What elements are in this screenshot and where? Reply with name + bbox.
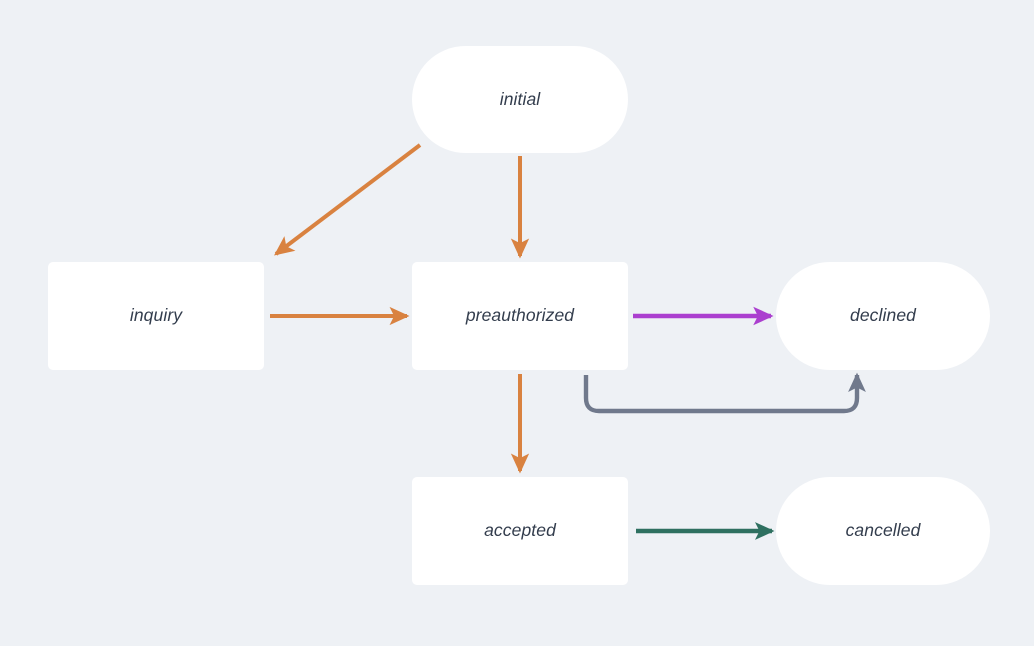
state-node-preauthorized[interactable]: preauthorized <box>412 262 628 370</box>
state-node-label: preauthorized <box>465 305 575 326</box>
state-node-label: initial <box>499 88 541 109</box>
state-node-initial[interactable]: initial <box>412 46 628 153</box>
state-node-inquiry[interactable]: inquiry <box>48 262 264 370</box>
state-node-label: declined <box>850 305 916 326</box>
edge-declined-loopback <box>583 372 866 414</box>
edge-initial-to-inquiry <box>274 143 422 256</box>
state-node-label: inquiry <box>129 305 183 326</box>
state-node-declined[interactable]: declined <box>776 262 990 370</box>
state-node-label: accepted <box>484 520 556 541</box>
state-node-accepted[interactable]: accepted <box>412 477 628 585</box>
state-node-label: cancelled <box>845 520 921 541</box>
state-node-cancelled[interactable]: cancelled <box>776 477 990 585</box>
